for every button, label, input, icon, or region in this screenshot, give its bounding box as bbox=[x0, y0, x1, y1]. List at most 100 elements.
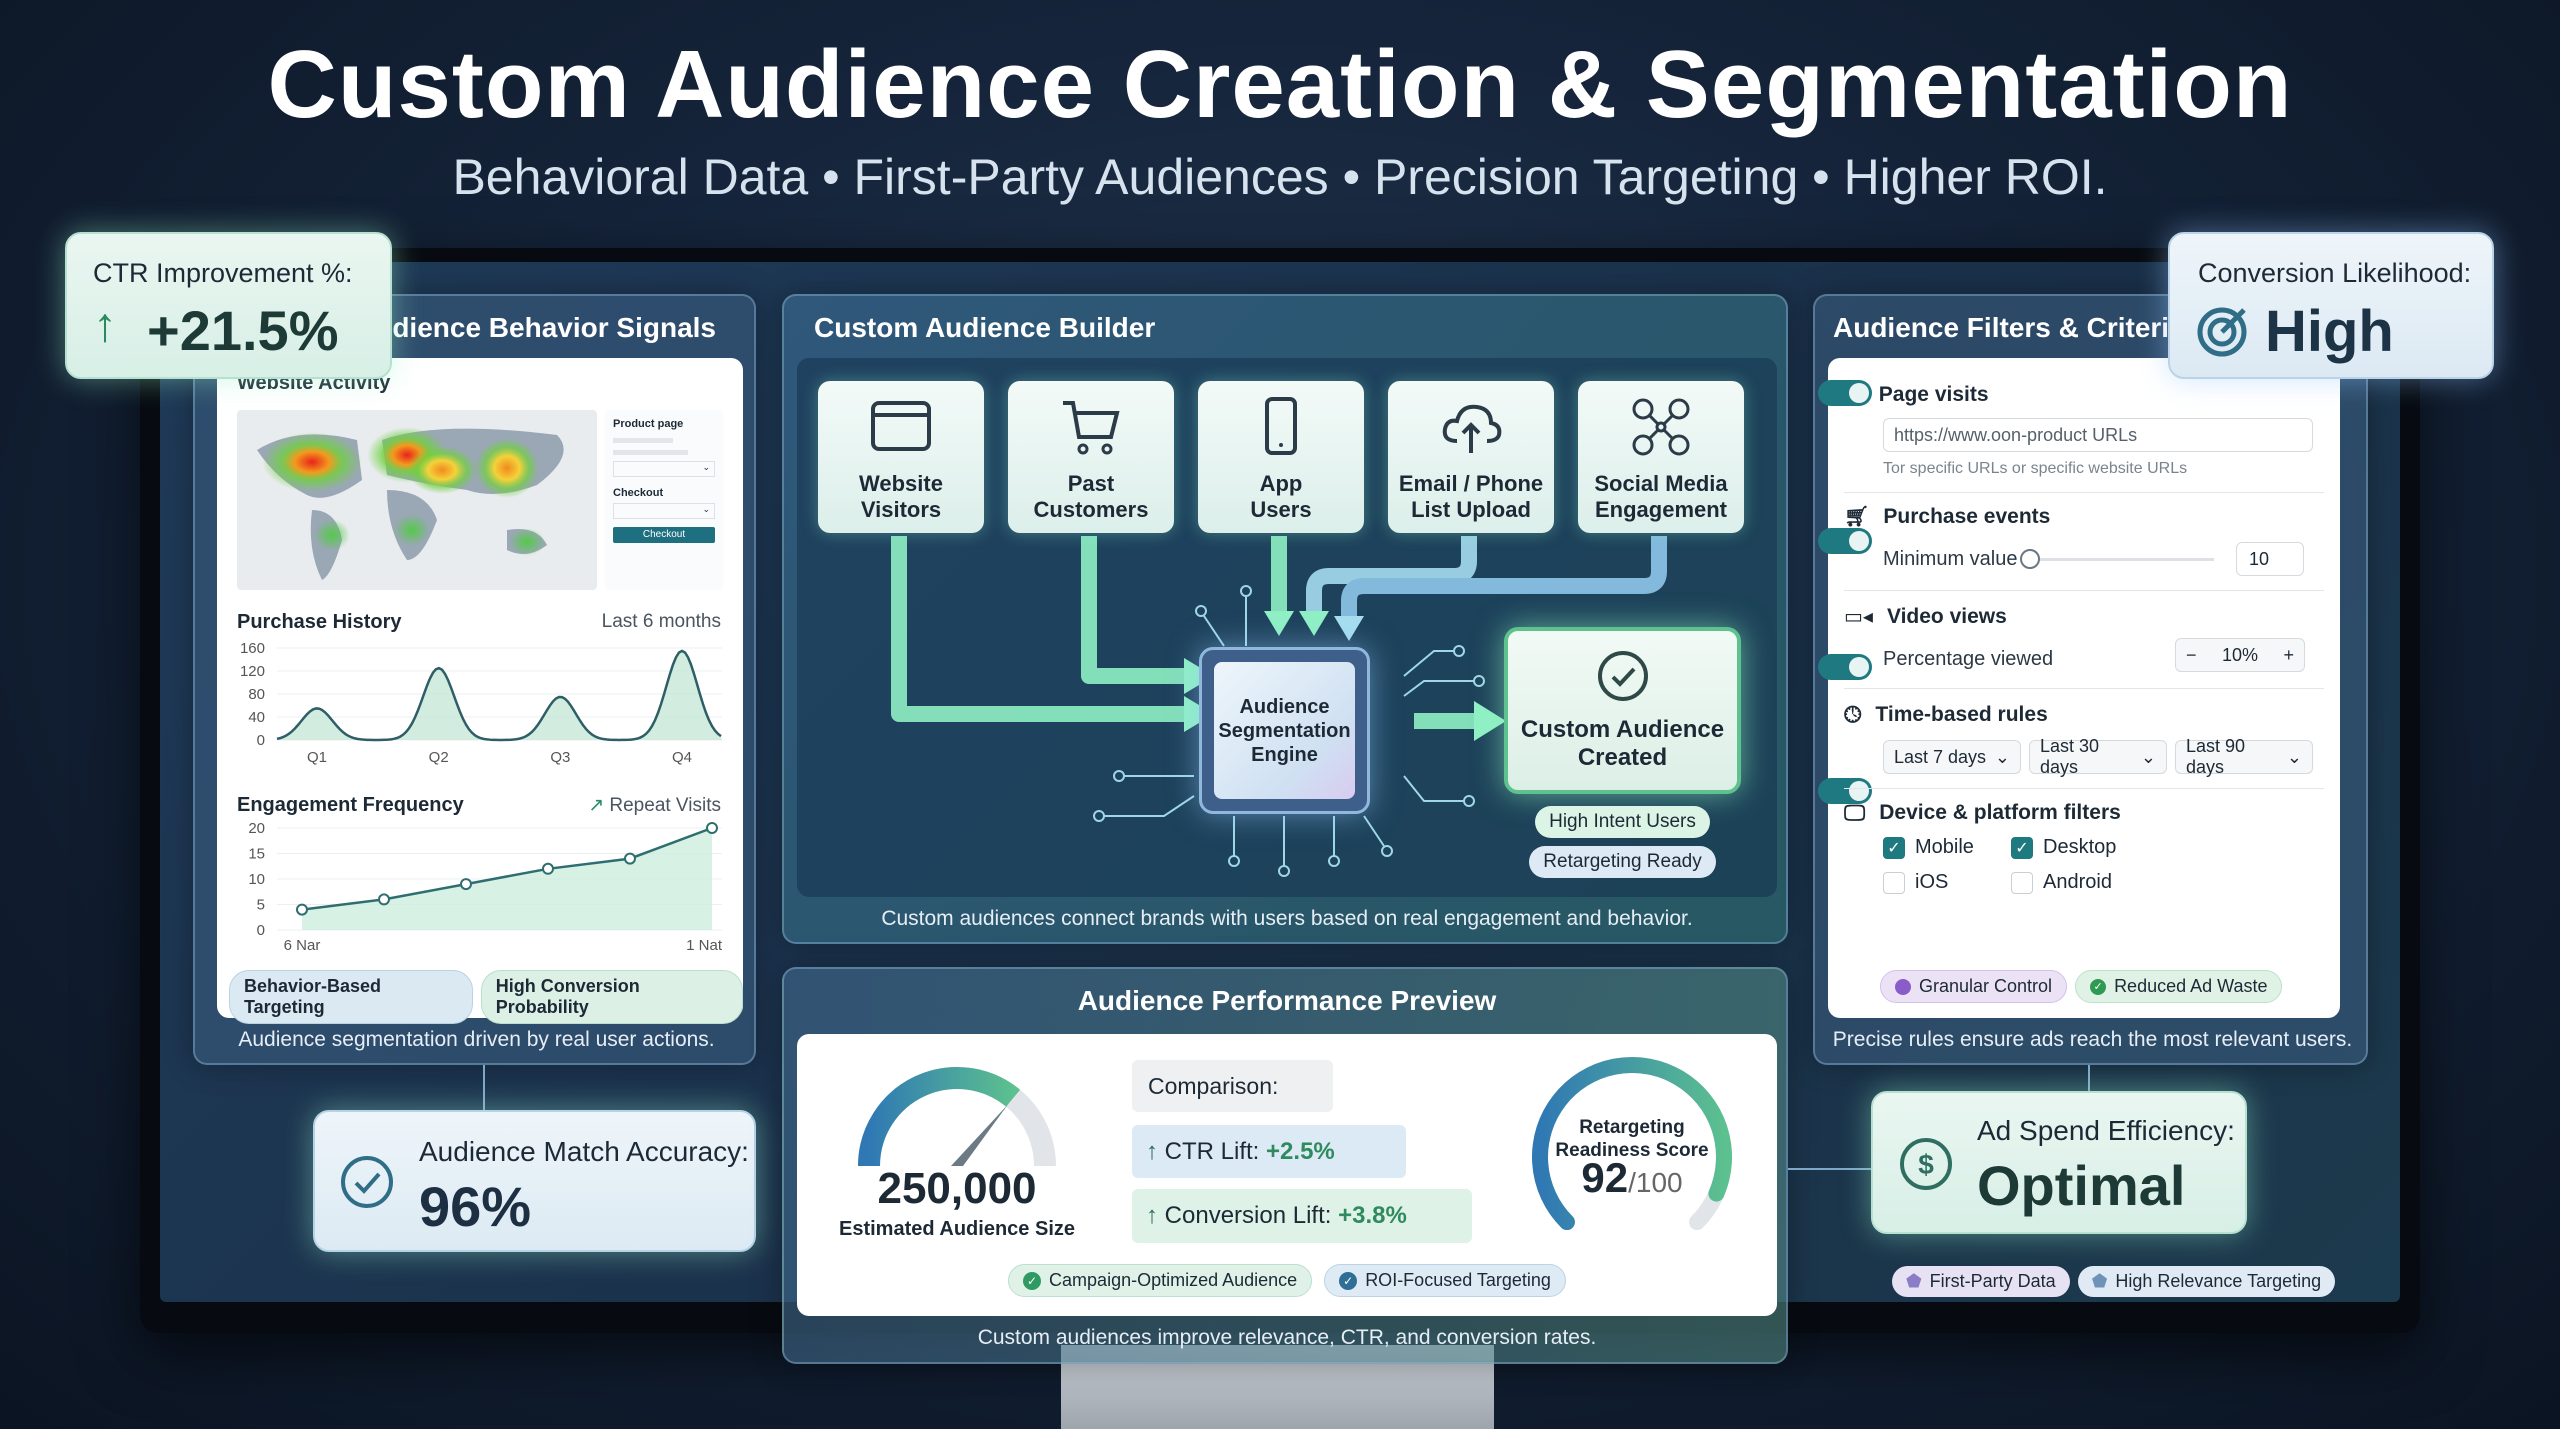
video-views-toggle[interactable] bbox=[1818, 654, 1872, 680]
placeholder-line bbox=[613, 438, 673, 443]
dot-icon bbox=[1895, 978, 1911, 995]
x-tick-label: Q3 bbox=[550, 749, 570, 766]
engagement-point bbox=[706, 822, 718, 834]
purchase-area bbox=[277, 650, 722, 740]
source-label: List Upload bbox=[1411, 497, 1531, 522]
checkbox-mobile[interactable]: ✓Mobile bbox=[1883, 836, 2011, 859]
purchase-line bbox=[276, 649, 722, 742]
time-select-7[interactable]: Last 7 days⌄ bbox=[1883, 740, 2021, 774]
checkout-button[interactable]: Checkout bbox=[613, 527, 715, 543]
engagement-title: Engagement Frequency bbox=[237, 794, 464, 816]
y-tick-label: 40 bbox=[248, 709, 265, 726]
video-views-row: ▭◂Video views bbox=[1844, 604, 2007, 629]
source-label: Customers bbox=[1033, 497, 1149, 522]
purchase-events-label: Purchase events bbox=[1883, 504, 2051, 528]
purchase-history-period: Last 6 months bbox=[601, 611, 721, 632]
source-label: App bbox=[1259, 471, 1303, 496]
checkout-select[interactable]: ⌄ bbox=[613, 503, 715, 519]
clock-icon: 🕓︎ bbox=[1844, 702, 1862, 727]
checkbox[interactable]: ✓ bbox=[1883, 836, 1905, 859]
source-label: Email / Phone bbox=[1398, 471, 1544, 496]
match-accuracy-card: Audience Match Accuracy: 96% bbox=[313, 1110, 756, 1252]
checkbox[interactable] bbox=[1883, 871, 1905, 894]
chip-campaign-optimized: ✓Campaign-Optimized Audience bbox=[1008, 1264, 1313, 1297]
divider bbox=[1844, 688, 2324, 689]
y-tick-label: 80 bbox=[248, 686, 265, 703]
y-tick-label: 15 bbox=[248, 846, 265, 863]
divider bbox=[1844, 492, 2324, 493]
min-value-slider[interactable] bbox=[2020, 549, 2214, 569]
product-select[interactable]: ⌄ bbox=[613, 461, 715, 477]
engagement-point bbox=[378, 893, 390, 906]
url-input[interactable]: https://www.oon-product URLs bbox=[1883, 418, 2313, 452]
time-select-90[interactable]: Last 90 days⌄ bbox=[2175, 736, 2313, 777]
x-tick-label: 6 Nar bbox=[284, 937, 321, 954]
connector-line bbox=[1788, 1168, 1871, 1170]
time-select-30[interactable]: Last 30 days ⌄ bbox=[2029, 736, 2167, 777]
social-network-icon bbox=[1632, 398, 1690, 456]
ad-spend-label: Ad Spend Efficiency: bbox=[1977, 1115, 2235, 1146]
engine-label: Segmentation bbox=[1218, 719, 1351, 742]
checkbox-label: Android bbox=[2043, 871, 2112, 893]
x-tick-label: Q4 bbox=[672, 749, 692, 766]
select-value: Last 30 days bbox=[2040, 736, 2100, 777]
chip-high-conversion: High Conversion Probability bbox=[480, 970, 743, 1024]
chip-label: High Relevance Targeting bbox=[2115, 1271, 2322, 1291]
ctr-lift-label: CTR Lift: bbox=[1164, 1138, 1260, 1165]
y-tick-label: 0 bbox=[257, 732, 265, 749]
time-rules-label: Time-based rules bbox=[1875, 703, 2048, 726]
chevron-down-icon: ⌄ bbox=[2140, 746, 2156, 767]
increment-button[interactable]: + bbox=[2283, 644, 2294, 665]
chip-label: ROI-Focused Targeting bbox=[1365, 1270, 1551, 1290]
readiness-score-ring bbox=[1532, 1057, 1732, 1231]
flow-arrows bbox=[891, 536, 1667, 877]
checkbox[interactable]: ✓ bbox=[2011, 836, 2033, 859]
engagement-point bbox=[460, 878, 472, 891]
trend-up-icon: ↗ bbox=[588, 795, 610, 816]
time-dropdowns: Last 7 days⌄ Last 30 days ⌄ Last 90 days⌄ bbox=[1883, 736, 2313, 777]
check-circle-icon bbox=[1597, 651, 1648, 701]
match-label: Audience Match Accuracy: bbox=[419, 1136, 749, 1167]
checkbox-ios[interactable]: iOS bbox=[1883, 871, 2011, 894]
world-map-icon bbox=[257, 427, 564, 580]
page-title: Custom Audience Creation & Segmentation bbox=[267, 31, 2293, 138]
behavior-chips: Behavior-Based Targeting High Conversion… bbox=[229, 970, 743, 1024]
performance-caption: Custom audiences improve relevance, CTR,… bbox=[977, 1326, 1597, 1349]
decrement-button[interactable]: − bbox=[2186, 644, 2197, 665]
tag-high-intent: High Intent Users bbox=[1535, 806, 1710, 838]
audience-size-gauge bbox=[858, 1067, 1056, 1167]
checkbox[interactable] bbox=[2011, 871, 2033, 894]
score-fill bbox=[1532, 1057, 1732, 1231]
checkbox-desktop[interactable]: ✓Desktop bbox=[2011, 836, 2171, 859]
checkbox-android[interactable]: Android bbox=[2011, 871, 2171, 894]
conversion-lift-label: Conversion Lift: bbox=[1164, 1202, 1332, 1229]
svg-text:$: $ bbox=[1918, 1149, 1934, 1180]
purchase-events-toggle[interactable] bbox=[1818, 528, 1872, 554]
checkout-form-preview: Product page ⌄ Checkout ⌄ Checkout bbox=[605, 410, 723, 590]
percentage-stepper[interactable]: −10%+ bbox=[2175, 638, 2305, 672]
score-max: /100 bbox=[1628, 1167, 1683, 1198]
audience-builder-panel: Custom Audience Builder bbox=[782, 294, 1788, 944]
source-label: Social Media bbox=[1594, 471, 1728, 496]
min-value-input[interactable]: 10 bbox=[2236, 542, 2304, 576]
page-visits-label: Page visits bbox=[1878, 383, 1989, 406]
arrow-social bbox=[1341, 536, 1667, 616]
behavior-card: Website Activity bbox=[217, 358, 743, 1024]
connector-line bbox=[483, 1065, 485, 1110]
audience-size-label: Estimated Audience Size bbox=[839, 1218, 1075, 1240]
engagement-legend: ↗ Repeat Visits bbox=[588, 794, 721, 817]
time-rules-toggle[interactable] bbox=[1818, 778, 1872, 804]
arrow-up-icon: ↑ bbox=[93, 299, 117, 352]
slider-thumb[interactable] bbox=[2020, 549, 2040, 569]
ctr-lift-value: +2.5% bbox=[1266, 1138, 1335, 1165]
panel-title: Audience Performance Preview bbox=[1077, 985, 1497, 1016]
custom-audience-created-box: Custom Audience Created bbox=[1504, 627, 1741, 794]
chip-reduced-waste: ✓Reduced Ad Waste bbox=[2075, 970, 2283, 1003]
page-visits-toggle[interactable] bbox=[1818, 380, 1872, 406]
